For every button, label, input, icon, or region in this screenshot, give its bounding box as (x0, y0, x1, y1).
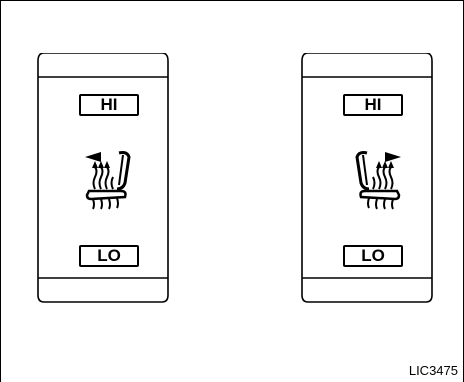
hi-button[interactable]: HI (343, 94, 403, 116)
figure-code: LIC3475 (408, 363, 458, 378)
lo-button[interactable]: LO (79, 245, 139, 267)
heated-seat-icon (355, 151, 401, 210)
hi-button[interactable]: HI (79, 94, 139, 116)
right-seat-heater-switch[interactable]: HI LO (300, 53, 434, 303)
heated-seat-icon (85, 151, 131, 210)
lo-button[interactable]: LO (343, 245, 403, 267)
left-seat-heater-switch[interactable]: HI LO (36, 53, 170, 303)
